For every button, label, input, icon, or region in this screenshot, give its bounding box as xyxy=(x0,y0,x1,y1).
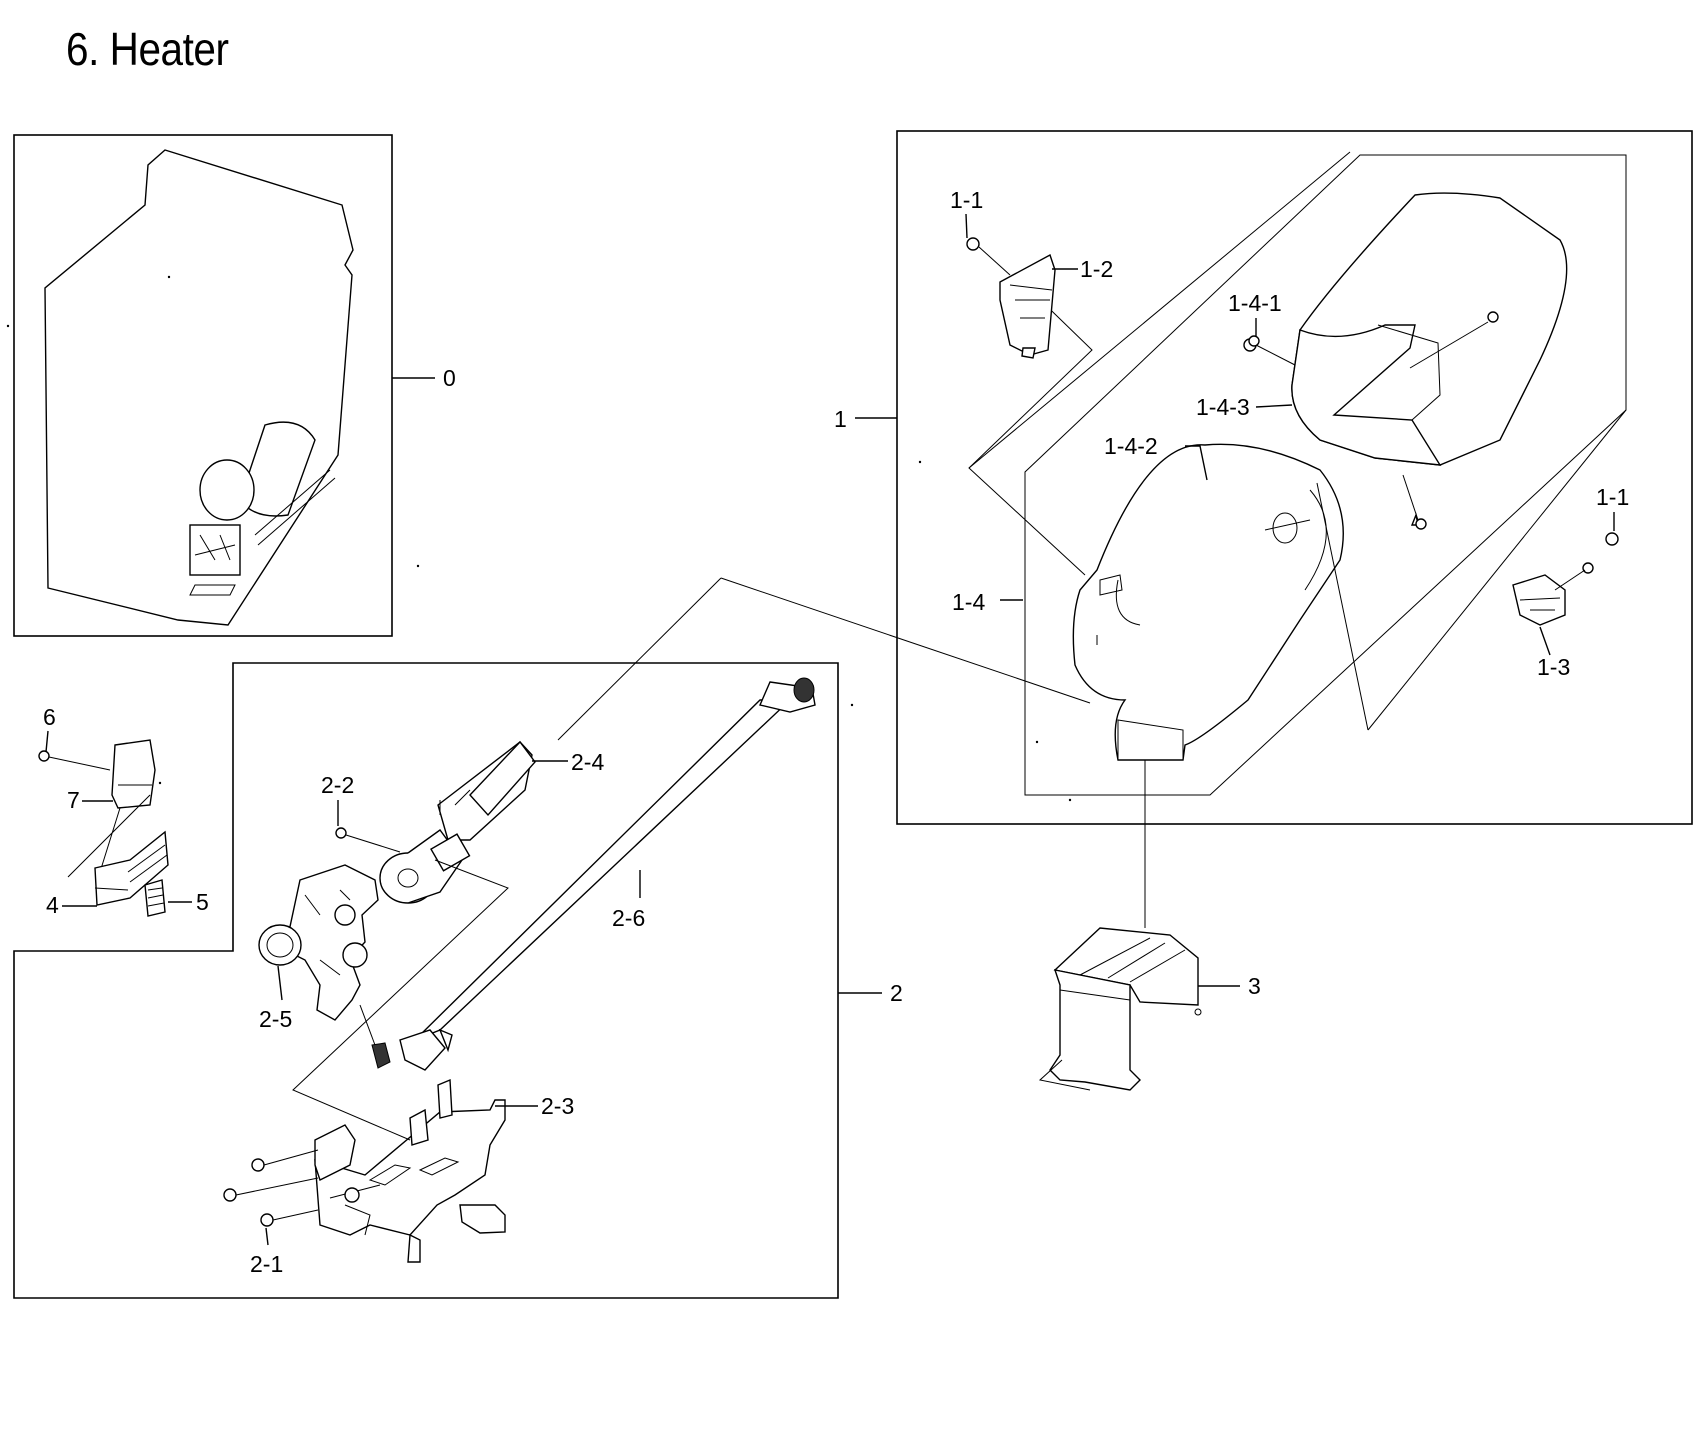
callout-1-4-1: 1-4-1 xyxy=(1228,290,1282,316)
callout-2-4: 2-4 xyxy=(571,749,604,775)
ignitor-bracket-2-4 xyxy=(379,740,536,904)
duct-subassembly-outline xyxy=(1024,154,1627,796)
callout-3: 3 xyxy=(1248,973,1261,999)
callout-7: 7 xyxy=(67,787,80,813)
callout-1-2: 1-2 xyxy=(1080,256,1113,282)
frame-assembly-1 xyxy=(896,130,1693,825)
callout-2: 2 xyxy=(890,980,903,1006)
small-parts-group xyxy=(38,739,169,917)
flame-sensor-1-3 xyxy=(1512,532,1619,626)
callout-1: 1 xyxy=(834,406,847,432)
callout-2-3: 2-3 xyxy=(541,1093,574,1119)
callout-2-2: 2-2 xyxy=(321,772,354,798)
callout-0: 0 xyxy=(443,365,456,391)
screw-2-2 xyxy=(335,827,401,853)
bracket-1-2 xyxy=(999,253,1056,359)
callout-1-1-right: 1-1 xyxy=(1596,484,1629,510)
gas-valve-mini xyxy=(189,421,336,596)
callout-4: 4 xyxy=(46,892,59,918)
callout-1-4: 1-4 xyxy=(952,589,985,615)
callout-1-4-3: 1-4-3 xyxy=(1196,394,1250,420)
frame-assembly-0 xyxy=(13,134,393,637)
callout-1-3: 1-3 xyxy=(1537,654,1570,680)
burner-bracket-2-3 xyxy=(314,1078,506,1263)
callout-2-6: 2-6 xyxy=(612,905,645,931)
valve-leader xyxy=(359,1004,376,1046)
frame-assembly-2 xyxy=(13,662,839,1299)
callout-2-1: 2-1 xyxy=(250,1251,283,1277)
mounting-bracket-3 xyxy=(1038,927,1202,1091)
callout-1-1-top: 1-1 xyxy=(950,187,983,213)
callout-6: 6 xyxy=(43,704,56,730)
screw-1-4-1 xyxy=(1248,335,1260,347)
heater-shell-upper xyxy=(1291,192,1568,466)
callout-2-5: 2-5 xyxy=(259,1006,292,1032)
gas-valve-2-5 xyxy=(258,864,391,1069)
burner-tube-2-6 xyxy=(399,677,816,1071)
callout-1-4-2: 1-4-2 xyxy=(1104,433,1158,459)
dryer-cabinet-overview xyxy=(44,149,354,626)
scan-specks xyxy=(6,275,1072,802)
page-title: 6. Heater xyxy=(66,23,229,75)
screws-2-1 xyxy=(223,1149,319,1227)
screw-1-1-top xyxy=(966,237,1011,276)
callout-5: 5 xyxy=(196,889,209,915)
heater-shell-lower xyxy=(1072,443,1344,761)
